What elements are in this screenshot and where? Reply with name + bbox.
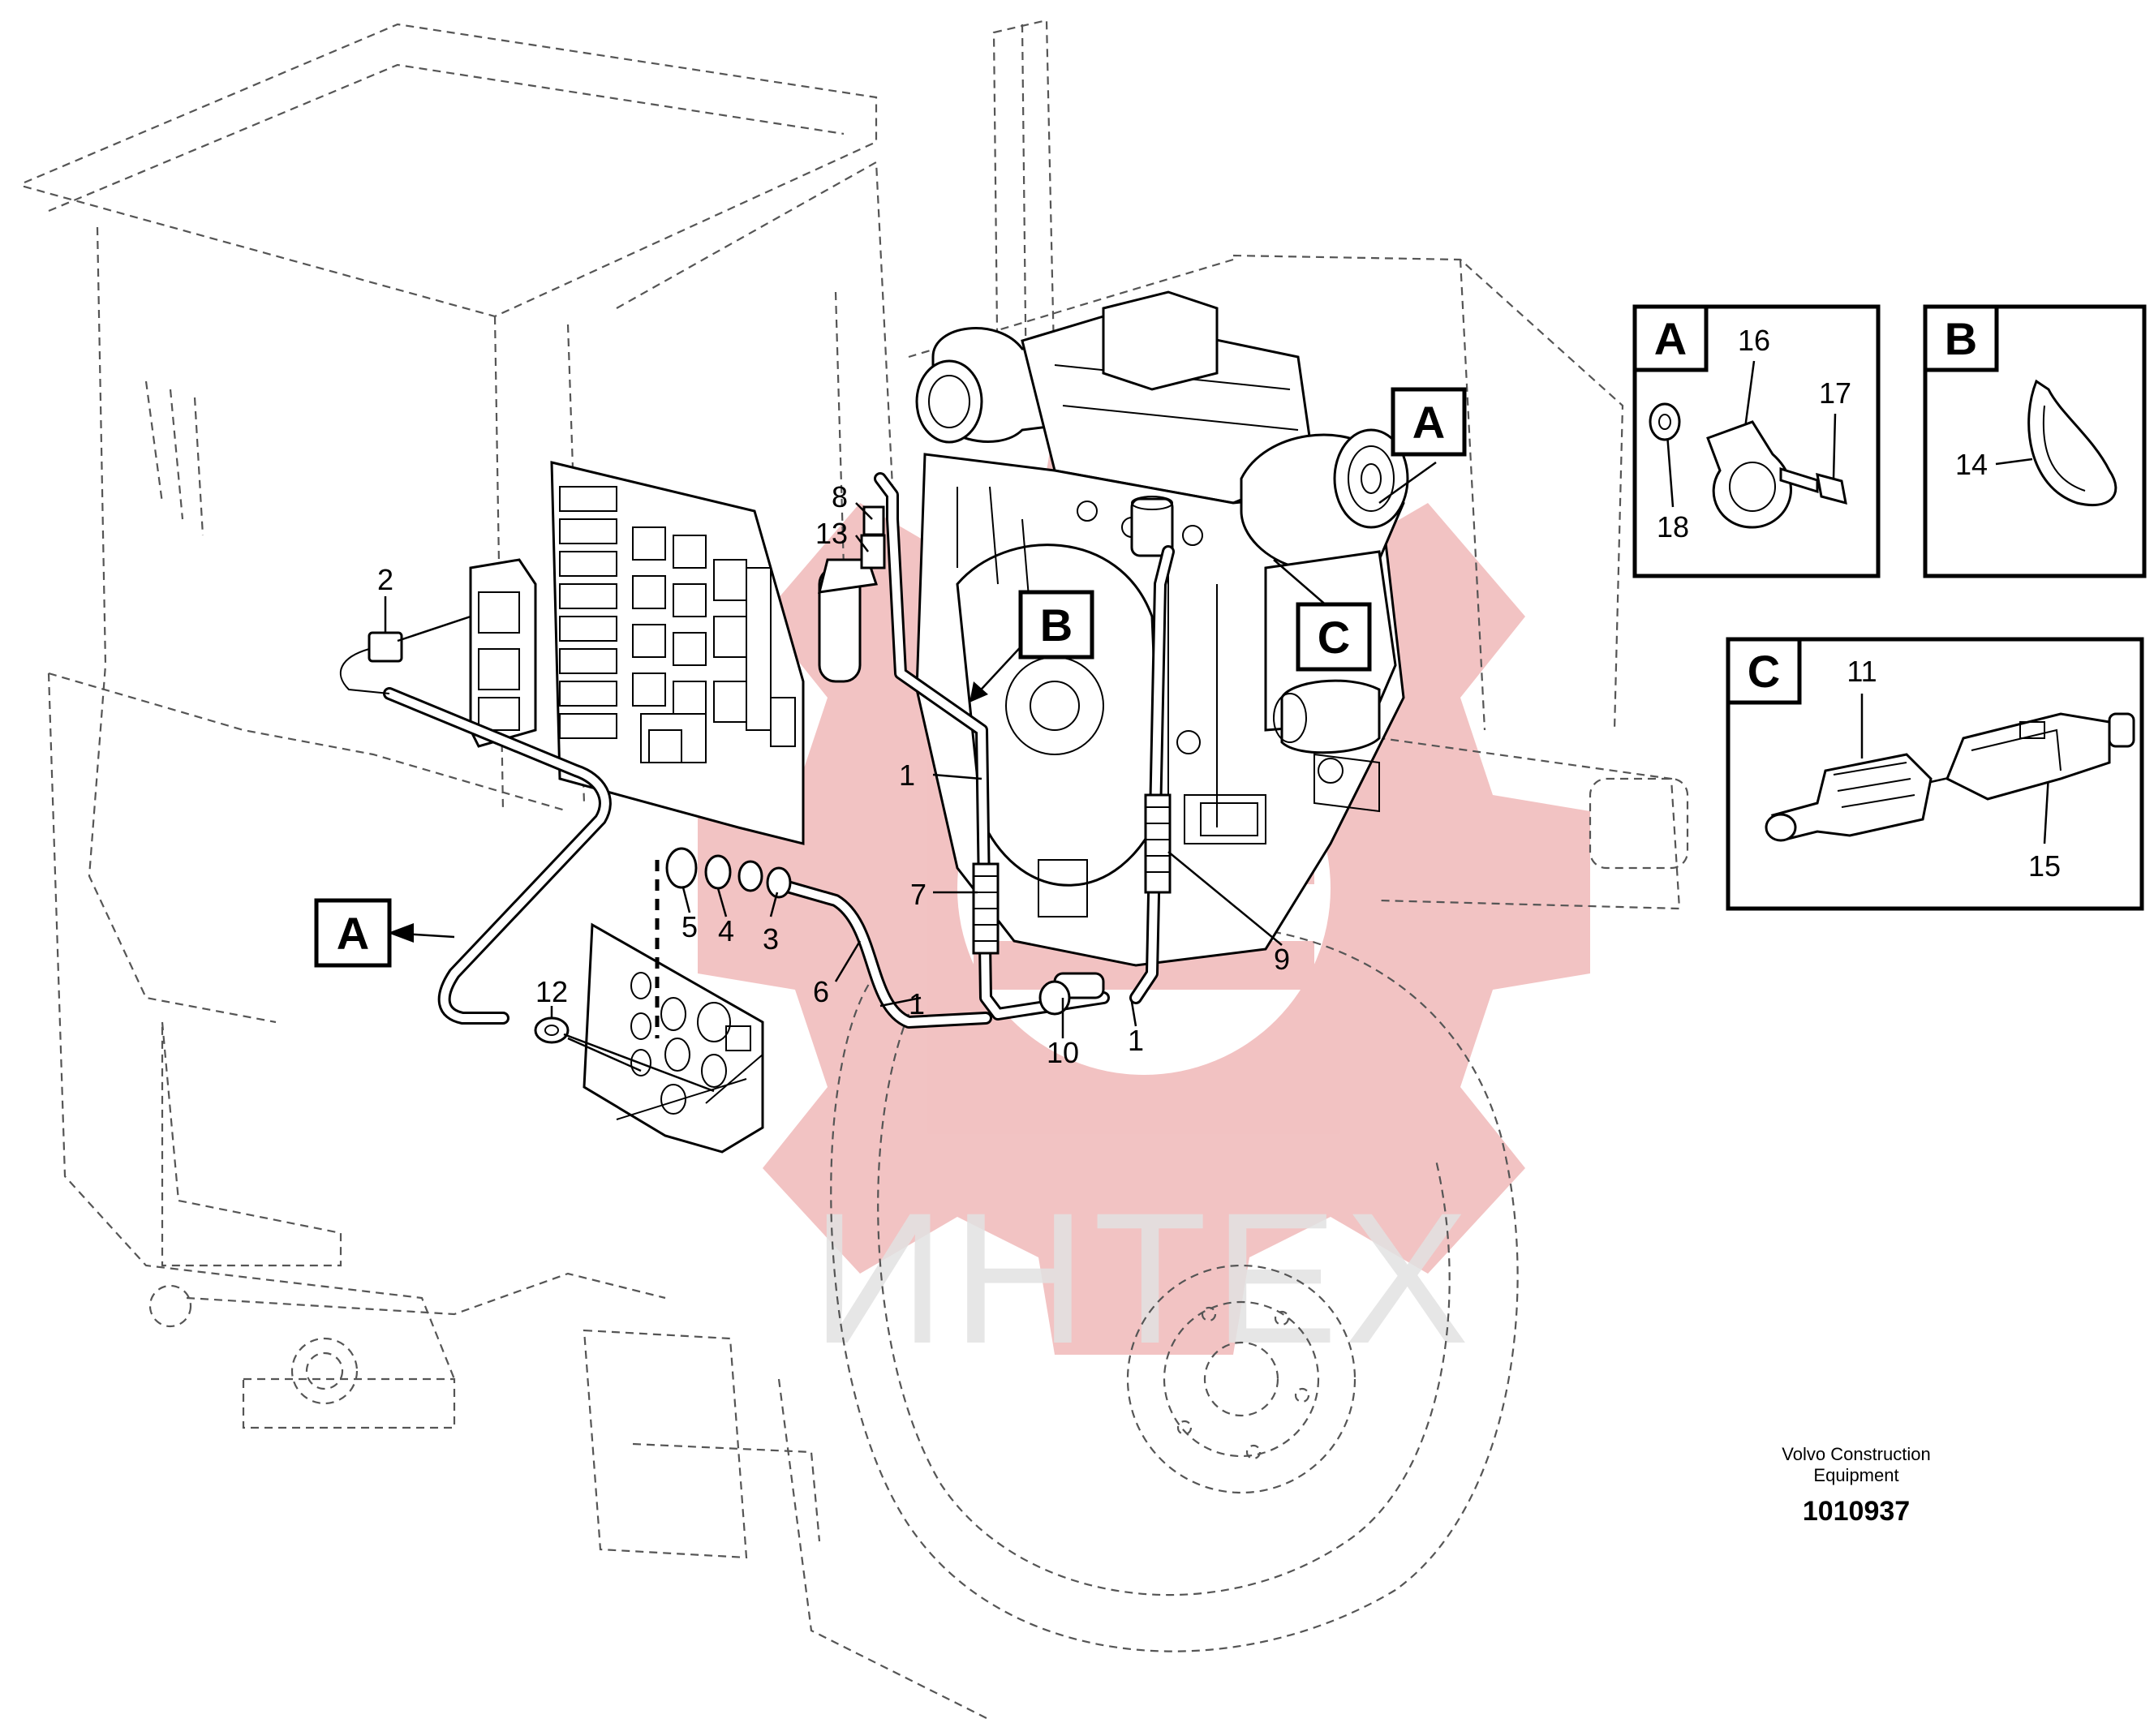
svg-text:B: B bbox=[1040, 599, 1073, 651]
callout-11: 11 bbox=[1847, 655, 1877, 688]
svg-text:A: A bbox=[337, 908, 369, 959]
machine-outline bbox=[23, 19, 1689, 1721]
footer-figure-number: 1010937 bbox=[1803, 1496, 1910, 1527]
detail-box-b: B 14 bbox=[1923, 304, 2147, 578]
footer-publisher-line1: Volvo Construction bbox=[1782, 1444, 1930, 1464]
svg-text:C: C bbox=[1318, 612, 1350, 663]
tag-a-main: A bbox=[314, 898, 392, 968]
callout-13: 13 bbox=[815, 517, 848, 550]
callout-1: 1 bbox=[899, 758, 915, 792]
callout-1: 1 bbox=[1128, 1024, 1144, 1057]
svg-text:A: A bbox=[1654, 313, 1687, 364]
svg-text:C: C bbox=[1748, 646, 1780, 697]
callout-8: 8 bbox=[832, 480, 848, 513]
detail-box-a: A 16 17 18 bbox=[1632, 304, 1881, 578]
callout-5: 5 bbox=[681, 910, 698, 943]
publisher-footer: Volvo Construction Equipment 1010937 bbox=[1782, 1444, 1930, 1527]
callout-10: 10 bbox=[1047, 1036, 1079, 1069]
leader-lines bbox=[384, 461, 1437, 1093]
tag-a-engine: A bbox=[1391, 387, 1467, 457]
callout-15: 15 bbox=[2028, 849, 2061, 883]
callout-14: 14 bbox=[1955, 448, 1988, 481]
callout-6: 6 bbox=[813, 975, 829, 1008]
callout-16: 16 bbox=[1738, 324, 1770, 357]
callout-3: 3 bbox=[763, 922, 779, 956]
callout-17: 17 bbox=[1819, 376, 1851, 410]
callout-12: 12 bbox=[535, 975, 568, 1008]
callout-18: 18 bbox=[1657, 510, 1689, 544]
control-panel bbox=[583, 922, 764, 1154]
relay-board bbox=[550, 461, 805, 845]
mounting-bracket bbox=[469, 558, 537, 748]
tag-b-main: B bbox=[1018, 590, 1094, 660]
svg-text:A: A bbox=[1412, 397, 1445, 448]
hose-assembly bbox=[339, 472, 1175, 1044]
callout-2: 2 bbox=[377, 563, 393, 596]
tag-c-main: C bbox=[1296, 602, 1372, 672]
callout-7: 7 bbox=[910, 878, 927, 911]
watermark-text: ИНТЕХ bbox=[811, 1174, 1476, 1382]
callout-4: 4 bbox=[718, 914, 734, 947]
callout-9: 9 bbox=[1274, 943, 1290, 976]
callout-labels: 1 1 1 2 3 4 5 6 7 8 9 10 12 13 bbox=[377, 480, 1290, 1069]
detail-box-c: C 11 15 bbox=[1726, 637, 2144, 911]
callout-1: 1 bbox=[909, 987, 925, 1021]
footer-publisher-line2: Equipment bbox=[1813, 1465, 1898, 1485]
svg-text:B: B bbox=[1945, 313, 1977, 364]
